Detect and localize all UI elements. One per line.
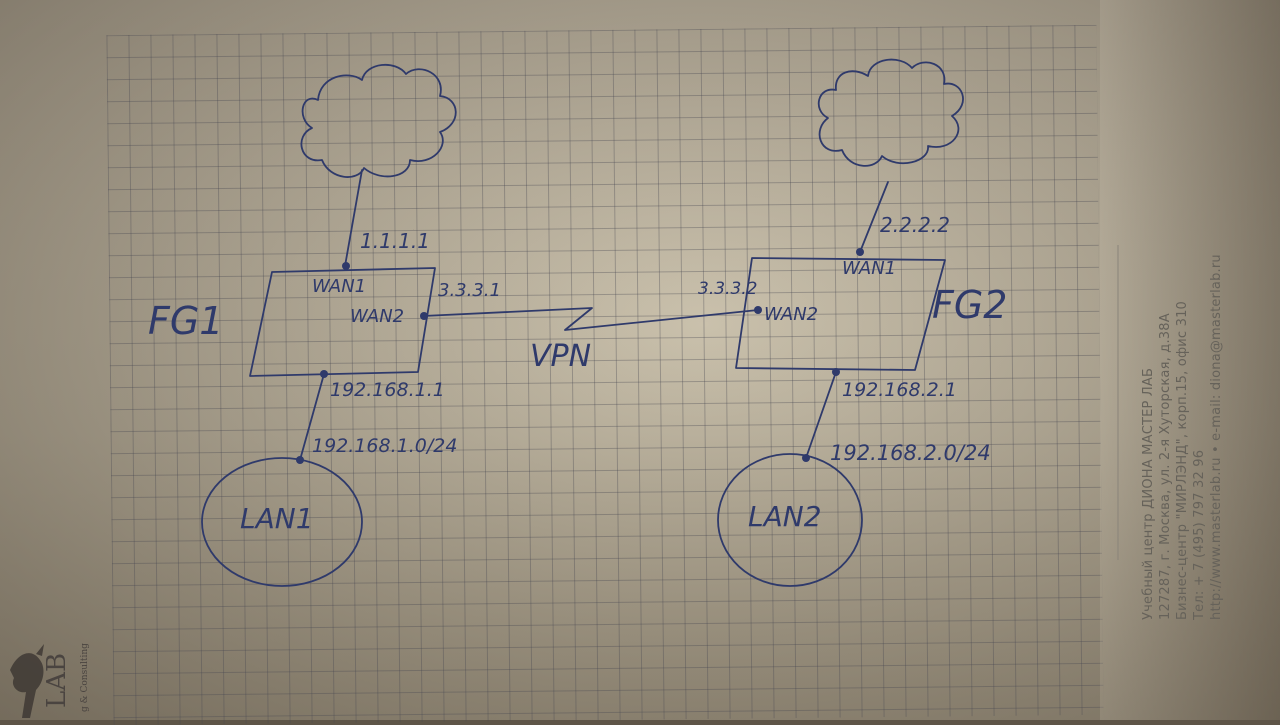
lan1-label: LAN1 [240,502,314,535]
internet-cloud-2 [817,58,964,167]
logo-subtitle: g & Consulting [80,643,90,712]
fg1-lan-port [320,370,328,378]
printed-address-stamp: Учебный центр ДИОНА МАСТЕР ЛАБ 127287, г… [1140,240,1260,620]
fg2-wan2-label: WAN2 [764,304,818,325]
vpn-label: VPN [530,339,591,374]
fg1-wan1-label: WAN1 [312,276,366,297]
stamp-line: 127287, г. Москва, ул. 2-я Хуторская, д.… [1158,313,1173,620]
fg1-lan-ip: 192.168.1.1 [330,379,445,401]
fg2-lan-port [832,368,840,376]
fg2-wan1-ip: 2.2.2.2 [880,213,950,237]
fg2-label: FG2 [932,283,1007,327]
fg1-wan1-ip: 1.1.1.1 [360,229,430,253]
fg2-wan1-label: WAN1 [842,258,896,279]
internet-cloud-1 [300,63,457,178]
fg1-wan2-label: WAN2 [350,306,404,327]
fg1-label: FG1 [148,299,223,343]
fg1-wan2-port [420,312,428,320]
lan2-port [802,454,810,462]
lan1-subnet: 192.168.1.0/24 [312,435,457,457]
stamp-line: http://www.masterlab.ru • e-mail: diona@… [1209,254,1224,620]
stamp-line: Учебный центр ДИОНА МАСТЕР ЛАБ [1141,367,1156,620]
stamp-line: Тел: + 7 (495) 797 32 96 [1192,449,1207,620]
logo-text: LAB [42,652,72,708]
lan1-network [201,457,363,587]
stamp-line: Бизнес-центр "МИРЛЭНД", корп.15, офис 31… [1175,300,1190,620]
fg1-device-box [249,267,436,377]
horse-logo-icon [10,644,44,718]
fg1-wan1-uplink [344,169,363,267]
fg2-lan-ip: 192.168.2.1 [842,379,957,401]
fg1-lan-link [299,373,325,461]
lan2-label: LAN2 [748,500,822,533]
fg2-wan2-port [754,306,762,314]
lan2-network [717,453,863,587]
page-margin [1100,0,1280,720]
lan2-subnet: 192.168.2.0/24 [830,441,991,465]
fg2-wan1-port [856,248,864,256]
fg1-wan2-ip: 3.3.3.1 [438,280,501,301]
fg2-wan2-ip: 3.3.3.2 [698,279,757,299]
fg2-wan1-uplink [859,181,889,253]
fg1-wan1-port [342,262,350,270]
vpn-link [422,307,759,331]
fg2-lan-link [805,371,837,459]
fg2-device-box [735,257,946,371]
lan1-port [296,456,304,464]
